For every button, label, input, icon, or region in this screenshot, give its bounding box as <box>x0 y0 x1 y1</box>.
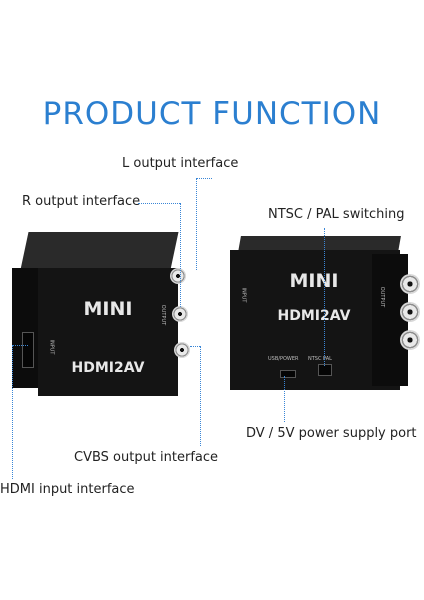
left-rca-l-jack <box>170 268 186 284</box>
right-model: HDMI2AV <box>277 308 351 324</box>
callout-cvbs-output: CVBS output interface <box>74 450 219 465</box>
left-rca-cvbs-jack <box>174 342 190 358</box>
right-ntsc-pal-switch <box>318 364 332 376</box>
left-logo: MINI <box>83 298 133 320</box>
leader-l-output-h <box>196 178 212 179</box>
converter-left-image: MINI HDMI2AV INPUT OUTPUT <box>8 232 198 402</box>
converter-right-image: MINI HDMI2AV INPUT OUTPUT USB/POWER NTSC… <box>222 236 422 391</box>
leader-r-output-v <box>180 203 181 307</box>
left-hdmi-port <box>22 332 34 368</box>
callout-l-output: L output interface <box>122 156 239 171</box>
right-front-face <box>230 250 400 390</box>
right-switch-label: NTSC PAL <box>308 356 332 362</box>
leader-dv-power <box>284 376 285 422</box>
left-input-label: INPUT <box>48 339 55 355</box>
left-top-face <box>20 232 179 272</box>
leader-hdmi-h <box>12 345 28 346</box>
leader-r-output-h <box>138 203 180 204</box>
right-rca-cvbs-jack <box>400 330 420 350</box>
right-logo: MINI <box>289 270 339 292</box>
callout-hdmi-input: HDMI input interface <box>0 482 135 497</box>
left-model: HDMI2AV <box>71 360 145 376</box>
left-side-face <box>12 268 42 388</box>
left-output-label: OUTPUT <box>160 304 167 326</box>
leader-hdmi-v <box>12 345 13 479</box>
leader-l-output-v <box>196 178 197 270</box>
callout-ntsc-pal: NTSC / PAL switching <box>268 207 405 222</box>
right-rca-l-jack <box>400 274 420 294</box>
left-front-face <box>38 268 178 396</box>
right-side-face <box>372 254 408 386</box>
callout-dv-power: DV / 5V power supply port <box>246 426 417 441</box>
leader-cvbs-h <box>190 346 200 347</box>
right-input-label: INPUT <box>240 287 247 303</box>
callout-r-output: R output interface <box>22 194 141 209</box>
left-rca-r-jack <box>172 306 188 322</box>
leader-cvbs-v <box>200 346 201 446</box>
leader-ntsc-pal <box>324 228 325 366</box>
page-title: PRODUCT FUNCTION <box>42 96 382 132</box>
right-output-label: OUTPUT <box>379 286 386 308</box>
right-rca-r-jack <box>400 302 420 322</box>
right-usb-label: USB/POWER <box>268 356 299 362</box>
right-usb-port <box>280 370 296 378</box>
